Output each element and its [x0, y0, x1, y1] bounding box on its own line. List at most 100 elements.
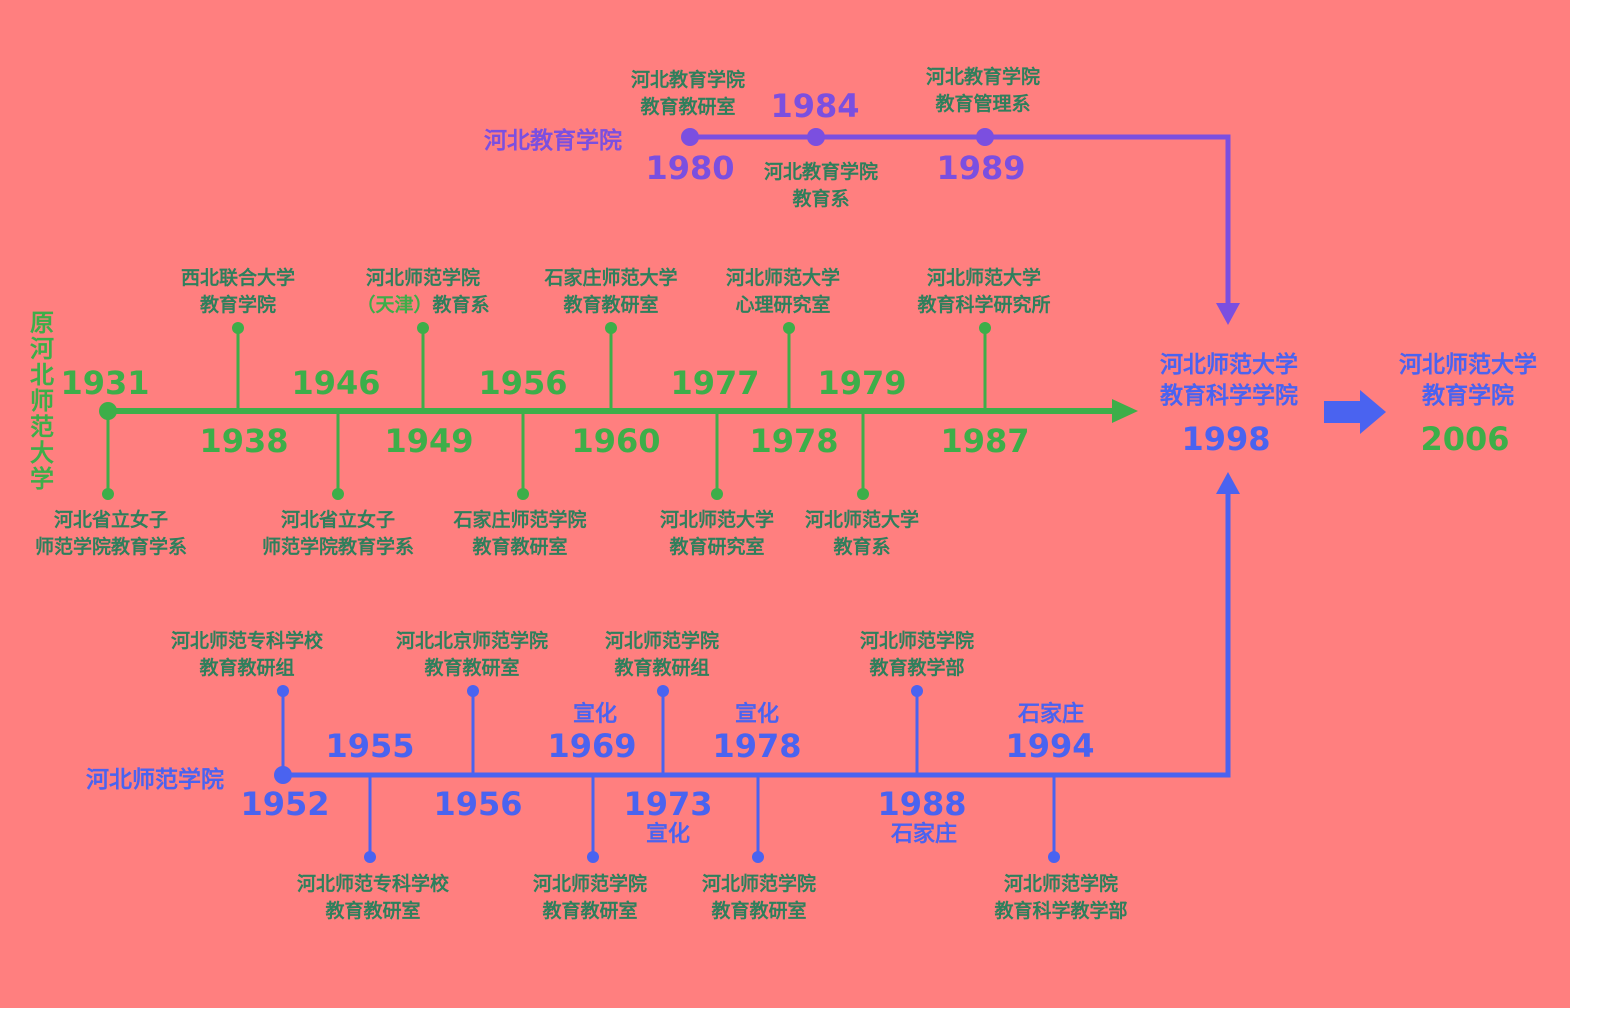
year-1987: 1987: [940, 422, 1030, 460]
label-line: 河北省立女子: [53, 509, 169, 531]
label-line: 心理研究室: [735, 294, 831, 316]
year-1979: 1979: [817, 364, 907, 402]
final-arrow: [1324, 390, 1386, 434]
dot-b1955: [364, 851, 376, 863]
label-line: 教育教研室: [640, 96, 736, 118]
final-name-line: 教育学院: [1422, 383, 1514, 409]
label-line: 教育教研室: [563, 294, 659, 316]
purple-line-name: 河北教育学院: [484, 128, 622, 154]
label-1946: 河北省立女子 师范学院教育学系: [262, 507, 414, 561]
label-line: 河北省立女子: [280, 509, 396, 531]
year-1980: 1980: [645, 149, 735, 187]
place-b1988: 石家庄: [890, 822, 958, 847]
merge-name-line: 河北师范大学: [1160, 352, 1298, 378]
label-1949: 河北师范学院 （天津）教育系: [356, 265, 489, 319]
label-line: 石家庄师范大学: [544, 267, 678, 289]
label-1931: 河北省立女子 师范学院教育学系: [35, 507, 187, 561]
label-b1973: 河北师范学院 教育教研组: [605, 628, 719, 682]
purple-arrowhead: [1216, 303, 1240, 325]
merge-year: 1998: [1181, 420, 1271, 458]
year-b1956: 1956: [433, 785, 523, 823]
label-line: 河北教育学院: [630, 69, 746, 91]
label-b1969: 河北师范学院 教育教研室: [533, 871, 647, 925]
name-char: 原: [30, 309, 54, 337]
year-b1955: 1955: [325, 727, 415, 765]
label-line: 教育教研组: [614, 657, 710, 679]
dot-1980: [681, 128, 699, 146]
label-b1994: 河北师范学院 教育科学教学部: [994, 871, 1127, 925]
label-line: 教育系: [792, 188, 850, 210]
label-1984: 河北教育学院 教育系: [764, 159, 878, 213]
label-line: 教育教学部: [869, 657, 965, 679]
label-1987: 河北师范大学 教育科学研究所: [917, 265, 1050, 319]
label-line: 师范学院教育学系: [261, 536, 415, 558]
label-line: 河北师范大学: [926, 267, 1042, 289]
place-b1994: 石家庄: [1017, 702, 1085, 727]
label-highlight: （天津）: [356, 294, 433, 316]
label-1960: 石家庄师范大学 教育教研室: [544, 265, 677, 319]
label-line: 教育教研室: [325, 900, 421, 922]
year-1977: 1977: [670, 364, 760, 402]
label-b1978: 河北师范学院 教育教研室: [702, 871, 816, 925]
dot-b1973: [657, 685, 669, 697]
name-char: 河: [30, 335, 54, 363]
label-1956: 石家庄师范学院 教育教研室: [453, 507, 586, 561]
purple-timeline-axis: [690, 134, 1231, 305]
label-line: 教育教研组: [199, 657, 295, 679]
dot-b1978: [752, 851, 764, 863]
label-line: 河北教育学院: [763, 161, 879, 183]
place-b1978: 宣化: [734, 702, 780, 727]
label-line: 河北师范学院: [532, 873, 648, 895]
label-line: 河北师范学院: [604, 630, 720, 652]
blue-line-name: 河北师范学院: [86, 767, 224, 793]
label-line: 河北师范学院: [1003, 873, 1119, 895]
dot-b1988: [911, 685, 923, 697]
label-1978: 河北师范大学 心理研究室: [726, 265, 840, 319]
year-b1973: 1973: [623, 785, 713, 823]
label-line: （天津）教育系: [356, 292, 489, 319]
dot-b1969: [587, 851, 599, 863]
dot-1938: [232, 322, 244, 334]
label-line: 教育管理系: [935, 93, 1031, 115]
dot-1949: [417, 322, 429, 334]
year-b1978: 1978: [712, 727, 802, 765]
name-char: 学: [30, 465, 54, 493]
label-line: 河北教育学院: [925, 66, 1041, 88]
name-char: 范: [30, 413, 54, 441]
label-line: 河北师范大学: [804, 509, 920, 531]
label-line: 西北联合大学: [180, 267, 296, 289]
label-line: 河北师范学院: [365, 267, 480, 289]
label-line: 河北师范大学: [725, 267, 841, 289]
dot-b1994: [1048, 851, 1060, 863]
place-b1973: 宣化: [645, 822, 691, 847]
year-1960: 1960: [571, 422, 661, 460]
year-1949: 1949: [384, 422, 474, 460]
label-line: 教育系: [833, 536, 891, 558]
label-line: 河北师范学院: [859, 630, 975, 652]
year-1989: 1989: [936, 149, 1026, 187]
dot-1946: [332, 488, 344, 500]
final-name-line: 河北师范大学: [1399, 352, 1537, 378]
year-b1988: 1988: [877, 785, 967, 823]
label-b1952: 河北师范专科学校 教育教研组: [171, 628, 323, 682]
label-1977: 河北师范大学 教育研究室: [660, 507, 774, 561]
label-line: 河北师范专科学校: [296, 873, 450, 895]
merge-name-line: 教育科学学院: [1160, 383, 1298, 409]
place-b1969: 宣化: [572, 702, 618, 727]
diagram-background: [0, 0, 1570, 1008]
dot-1978: [783, 322, 795, 334]
label-line: 教育学院: [199, 294, 277, 316]
label-line: 教育科学研究所: [917, 294, 1051, 316]
label-1989: 河北教育学院 教育管理系: [926, 64, 1040, 118]
label-b1956: 河北北京师范学院 教育教研室: [396, 628, 548, 682]
label-line: 河北师范专科学校: [170, 630, 324, 652]
final-year: 2006: [1420, 420, 1510, 458]
green-arrowhead: [1112, 399, 1138, 423]
label-1980: 河北教育学院 教育教研室: [631, 67, 745, 121]
label-1979: 河北师范大学 教育系: [805, 507, 919, 561]
year-1931: 1931: [60, 364, 150, 402]
year-1984: 1984: [770, 87, 860, 125]
final-name: 河北师范大学 教育学院: [1399, 350, 1537, 412]
dot-1989: [976, 128, 994, 146]
